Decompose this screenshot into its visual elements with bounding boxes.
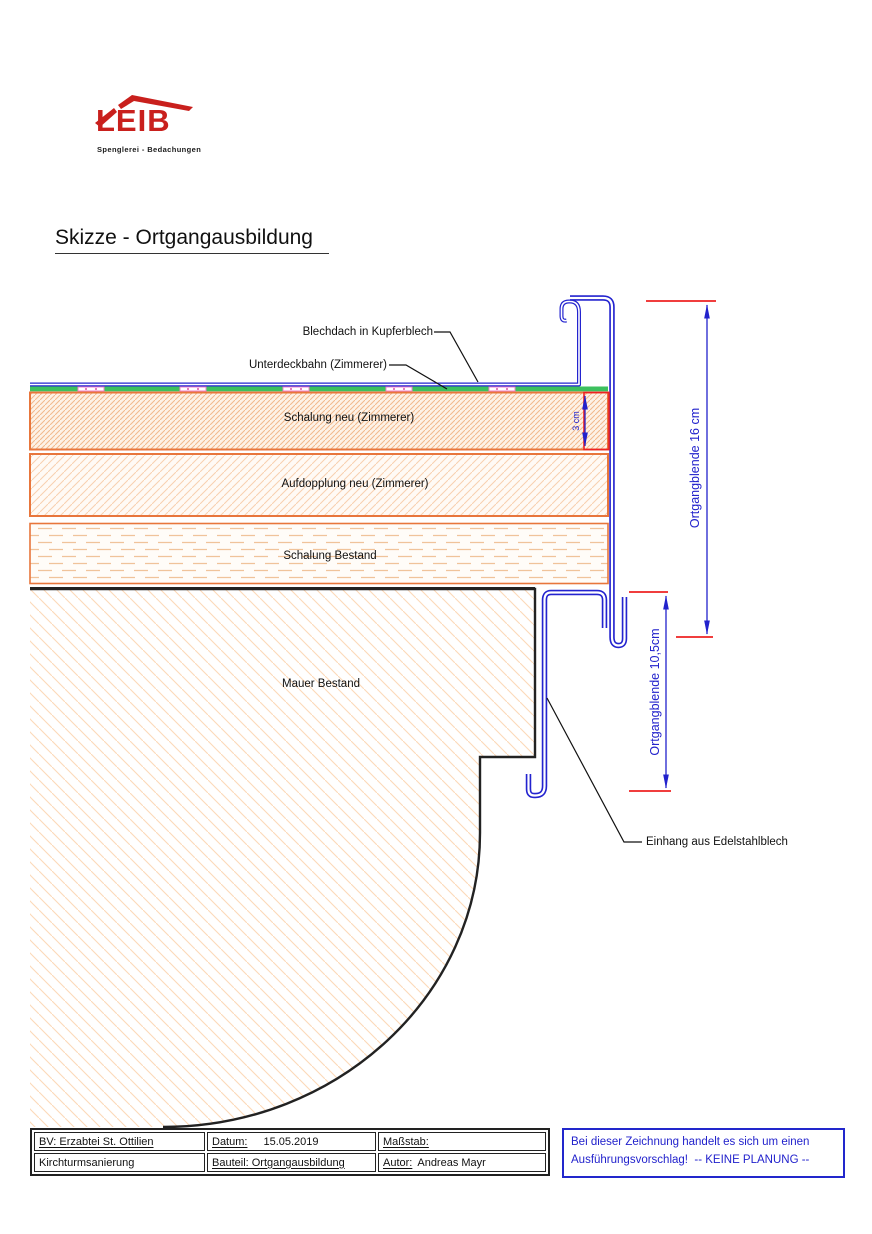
titleblock-massstab: Maßstab: — [378, 1132, 546, 1151]
massstab-label: Maßstab: — [383, 1135, 429, 1148]
label-mauer-bestand: Mauer Bestand — [282, 678, 360, 690]
profile-einhang — [525, 589, 608, 799]
titleblock-datum: Datum: 15.05.2019 — [207, 1132, 376, 1151]
note-line-2: Ausführungsvorschlag! -- KEINE PLANUNG -… — [571, 1153, 810, 1166]
note-line-1: Bei dieser Zeichnung handelt es sich um … — [571, 1136, 810, 1148]
dimension-10-5cm — [629, 591, 671, 792]
label-schalung-bestand: Schalung Bestand — [283, 550, 377, 562]
page-title: Skizze - Ortgangausbildung — [55, 226, 329, 254]
titleblock-projekt: Kirchturmsanierung — [34, 1153, 205, 1172]
datum-label: Datum: — [212, 1135, 248, 1148]
projekt-text: Kirchturmsanierung — [39, 1156, 135, 1169]
layer-schalung-neu — [29, 391, 609, 451]
dimension-3cm — [582, 391, 610, 451]
label-aufdopplung: Aufdopplung neu (Zimmerer) — [281, 478, 429, 490]
leader-einhang — [546, 697, 642, 843]
bv-text: BV: Erzabtei St. Ottilien — [39, 1135, 154, 1148]
dimension-16cm — [646, 300, 716, 638]
title-block: BV: Erzabtei St. Ottilien Datum: 15.05.2… — [30, 1128, 550, 1176]
leader-blechdach — [434, 331, 479, 383]
label-einhang: Einhang aus Edelstahlblech — [646, 836, 788, 848]
logo-roof-icon — [95, 95, 193, 127]
titleblock-bv: BV: Erzabtei St. Ottilien — [34, 1132, 205, 1151]
logo-tagline: Spenglerei - Bedachungen — [97, 145, 202, 154]
dimension-text-3cm: 3 cm — [571, 411, 581, 431]
dimension-text-10-5cm: Ortgangblende 10,5cm — [648, 628, 662, 756]
logo-wordmark: LEIB — [96, 103, 171, 138]
leader-unterdeckbahn — [389, 364, 448, 390]
label-unterdeckbahn: Unterdeckbahn (Zimmerer) — [248, 359, 387, 371]
bauteil-text: Bauteil: Ortgangausbildung — [212, 1156, 345, 1169]
autor-value: Andreas Mayr — [417, 1156, 486, 1169]
datum-value: 15.05.2019 — [263, 1135, 319, 1148]
titleblock-bauteil: Bauteil: Ortgangausbildung — [207, 1153, 376, 1172]
layer-mauer-bestand — [30, 587, 537, 1129]
titleblock-autor: Autor: Andreas Mayr — [378, 1153, 546, 1172]
dimension-text-16cm: Ortgangblende 16 cm — [688, 407, 702, 529]
autor-label: Autor: — [383, 1156, 413, 1169]
label-blechdach: Blechdach in Kupferblech — [302, 326, 433, 338]
profile-ortgangblende-16 — [570, 295, 628, 649]
profile-blechdach — [30, 299, 581, 387]
label-schalung-neu: Schalung neu (Zimmerer) — [283, 412, 415, 424]
leader-lines — [389, 331, 642, 843]
disclaimer-note: Bei dieser Zeichnung handelt es sich um … — [562, 1128, 845, 1178]
layer-unterdeckbahn — [30, 386, 608, 392]
layer-schalung-bestand — [29, 522, 609, 585]
layer-aufdopplung — [29, 453, 609, 517]
